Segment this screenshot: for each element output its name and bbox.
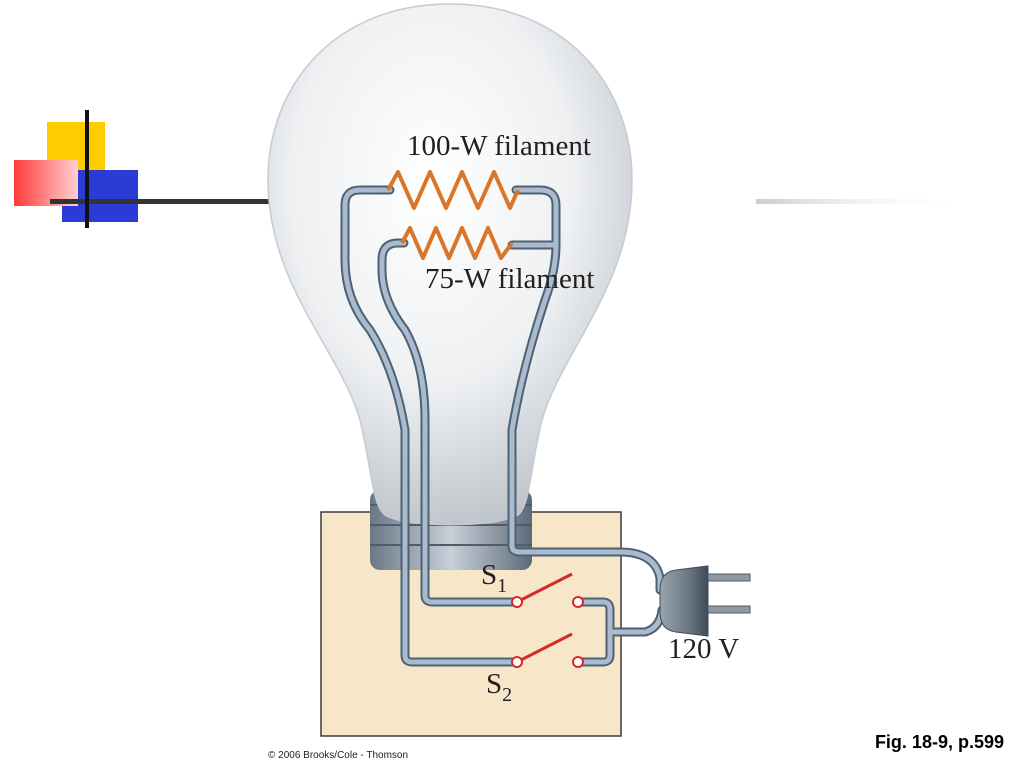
plug-icon <box>659 565 751 637</box>
deco-horizontal-line <box>50 199 270 204</box>
label-voltage: 120 V <box>668 633 739 665</box>
label-75w-filament: 75-W filament <box>425 263 594 295</box>
slide-decoration <box>14 110 966 228</box>
label-s2: S2 <box>486 668 512 706</box>
filament-75w <box>400 226 514 260</box>
copyright-notice: © 2006 Brooks/Cole - Thomson <box>268 750 409 761</box>
bulb-glass <box>267 3 633 526</box>
switch-s2 <box>511 632 584 668</box>
deco-faded-line <box>756 199 966 204</box>
deco-vertical-line <box>85 110 89 228</box>
figure-caption: Fig. 18-9, p.599 <box>874 732 1004 752</box>
switch-s1 <box>511 572 584 608</box>
deco-red-square <box>14 160 78 206</box>
wires <box>340 185 667 667</box>
filament-100w <box>386 170 520 210</box>
label-100w-filament: 100-W filament <box>407 130 591 162</box>
label-s1: S1 <box>481 559 507 597</box>
